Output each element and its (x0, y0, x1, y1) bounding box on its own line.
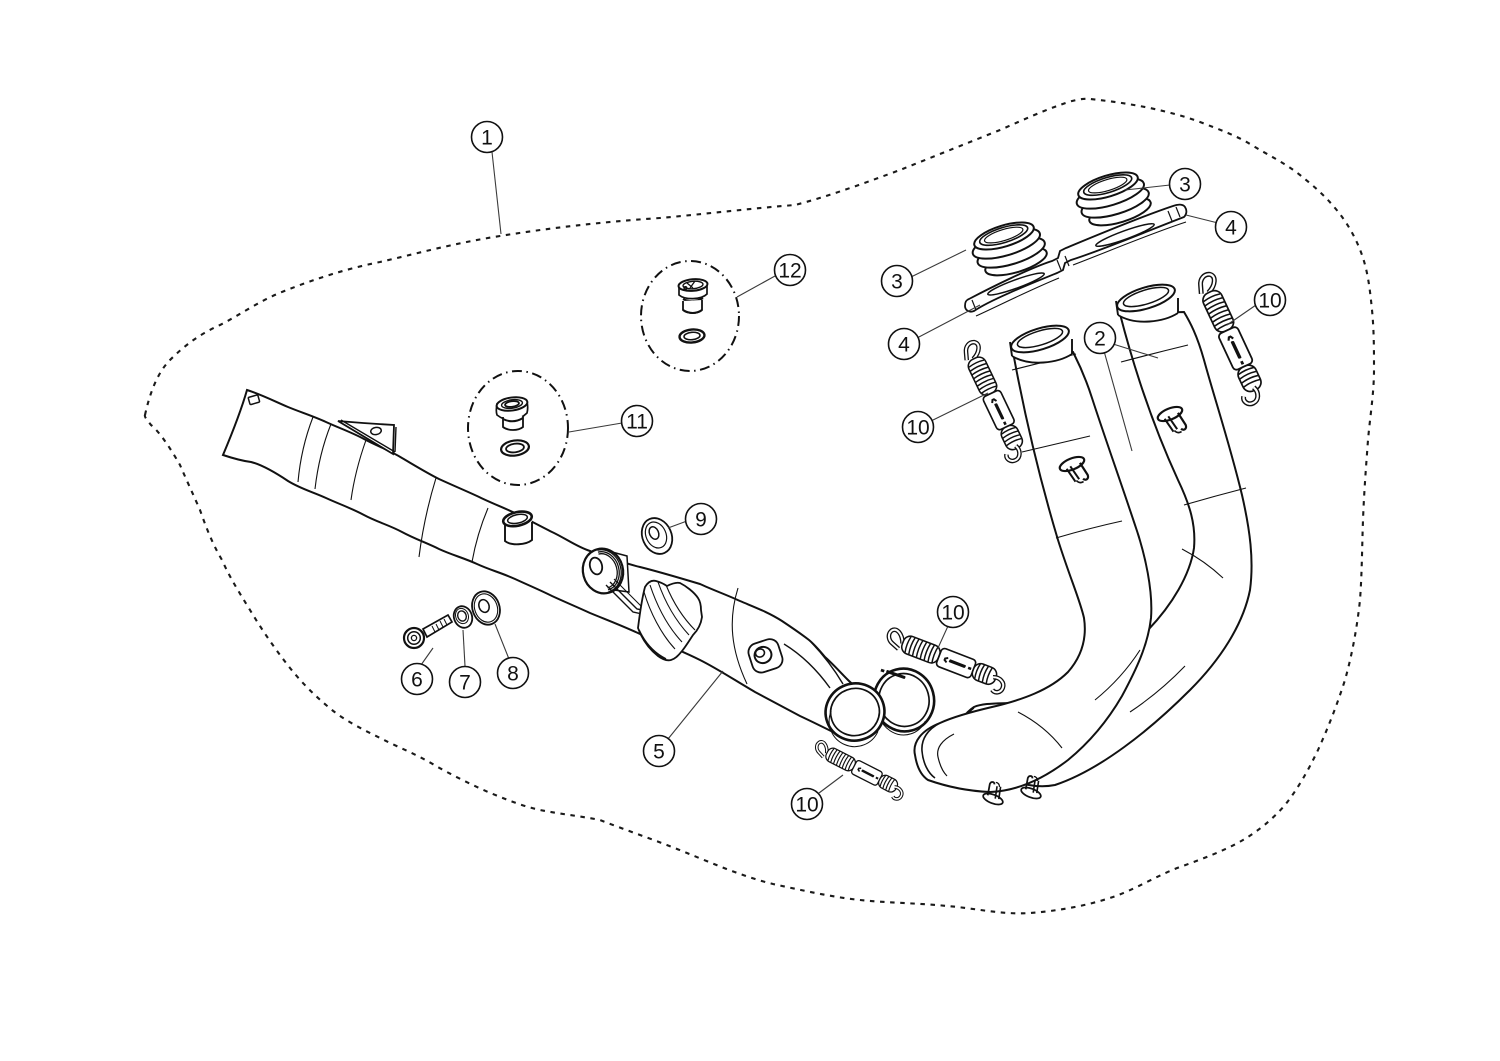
svg-text:11: 11 (626, 411, 648, 434)
svg-text:10: 10 (1258, 290, 1281, 313)
svg-text:6: 6 (411, 669, 423, 692)
svg-text:3: 3 (891, 271, 903, 294)
svg-text:10: 10 (906, 417, 929, 440)
svg-text:4: 4 (1225, 217, 1237, 240)
svg-text:7: 7 (459, 672, 471, 695)
svg-text:10: 10 (795, 794, 818, 817)
svg-text:8: 8 (507, 663, 519, 686)
svg-text:1: 1 (481, 127, 493, 150)
svg-text:12: 12 (778, 260, 801, 283)
svg-text:2: 2 (1094, 328, 1106, 351)
svg-text:5: 5 (653, 741, 665, 764)
svg-text:9: 9 (695, 509, 707, 532)
svg-text:4: 4 (898, 334, 910, 357)
svg-text:10: 10 (941, 602, 964, 625)
svg-text:3: 3 (1179, 174, 1191, 197)
